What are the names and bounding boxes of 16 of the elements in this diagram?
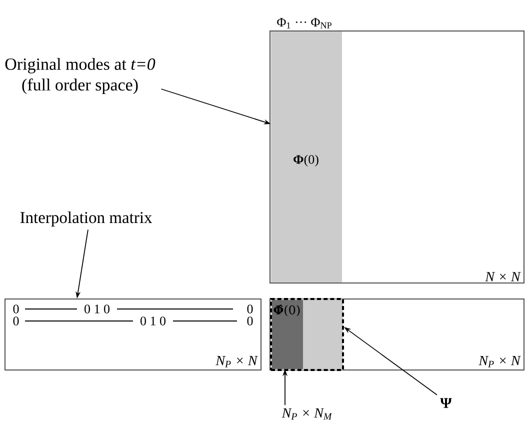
dimension-label: N × N xyxy=(485,272,521,282)
dimension-label: N$_{P}$ × N xyxy=(478,356,521,368)
annotation-text: Original modes at t=0 (full order space) xyxy=(5,58,156,94)
matrix-entry: 0 1 0 xyxy=(140,316,166,326)
matrix-entry: 0 xyxy=(247,304,253,314)
matrix-entry: 0 xyxy=(247,316,253,326)
dimension-label: N$_{P}$ × N xyxy=(216,356,258,368)
matrix-entry: 0 xyxy=(13,304,19,314)
matrix-entry: 0 1 0 xyxy=(84,304,110,314)
matrix-label: Φ̂(0) xyxy=(274,304,300,316)
matrix-entry: 0 xyxy=(13,316,19,326)
annotation-text: Interpolation matrix xyxy=(20,212,152,226)
dimension-label: N$_{P}$ × N$_{M}$ xyxy=(282,408,332,420)
matrix-label: Φ(0) xyxy=(294,154,318,166)
column-label: Φ$_{1}$ ··· Φ$_{NP}$ xyxy=(277,18,332,28)
symbol-label: Ψ xyxy=(440,398,452,408)
